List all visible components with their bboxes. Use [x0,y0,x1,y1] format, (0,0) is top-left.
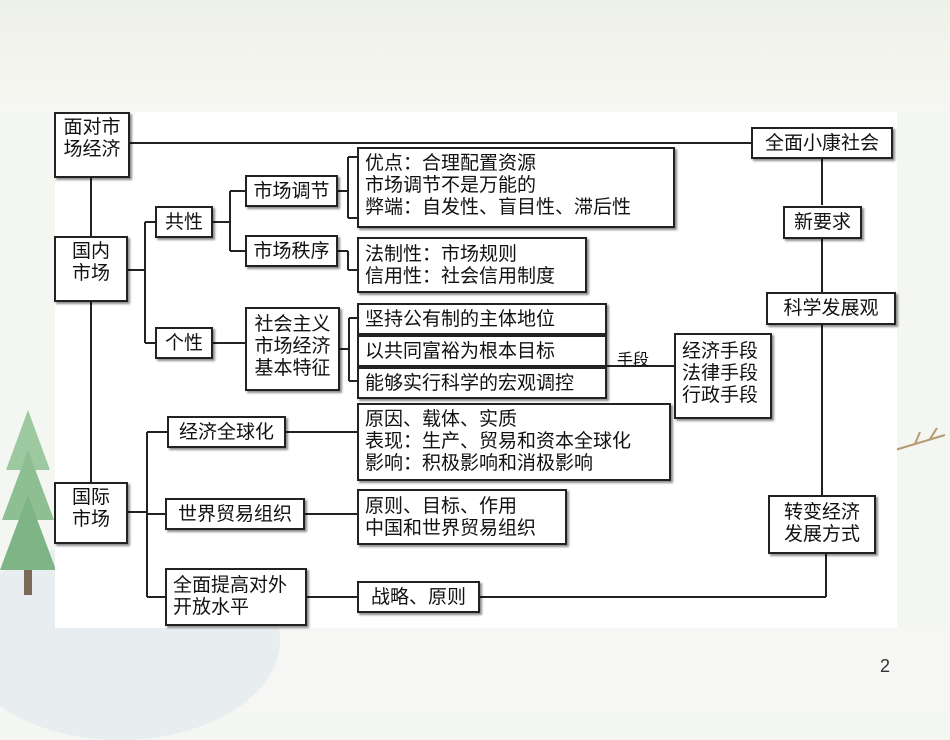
transform-development-node: 转变经济 发展方式 [768,495,876,554]
node-line: 市场 [71,262,110,284]
detail-line: 中国和世界贸易组织 [365,517,537,539]
connector-lines [90,142,827,598]
feature-public-ownership: 坚持公有制的主体地位 [357,303,607,335]
feature-macro-control: 能够实行科学的宏观调控 [357,367,607,399]
individuality-node: 个性 [155,327,213,359]
detail-line: 市场调节不是万能的 [365,174,537,196]
node-line: 市场经济 [254,335,331,357]
globalization-details-box: 原因、载体、实质 表现：生产、贸易和资本全球化 影响：积极影响和消极影响 [357,403,671,481]
international-market-node: 国际 市场 [54,482,128,544]
node-line: 开放水平 [173,596,250,618]
order-details-box: 法制性：市场规则 信用性：社会信用制度 [357,237,587,293]
market-economy-node: 面对市 场经济 [54,112,130,178]
market-order-node: 市场秩序 [245,235,338,267]
detail-line: 优点：合理配置资源 [365,152,537,174]
means-line: 行政手段 [682,384,759,406]
node-line: 发展方式 [783,523,860,545]
detail-line: 表现：生产、贸易和资本全球化 [365,430,632,452]
globalization-node: 经济全球化 [167,416,286,448]
node-line: 面对市 [63,116,121,138]
detail-line: 影响：积极影响和消极影响 [365,452,594,474]
socialist-features-node: 社会主义 市场经济 基本特征 [245,307,340,391]
detail-line: 法制性：市场规则 [365,243,518,265]
domestic-market-node: 国内 市场 [54,236,128,302]
detail-line: 弊端：自发性、盲目性、滞后性 [365,196,632,218]
node-line: 社会主义 [254,313,331,335]
wto-node: 世界贸易组织 [165,498,305,530]
pine-tree-icon [0,410,56,595]
detail-line: 原则、目标、作用 [365,495,518,517]
slide-background-top [0,0,950,112]
means-box: 经济手段 法律手段 行政手段 [674,333,772,419]
node-line: 转变经济 [783,501,860,523]
means-line: 经济手段 [682,340,759,362]
node-line: 基本特征 [254,357,331,379]
wto-details-box: 原则、目标、作用 中国和世界贸易组织 [357,489,567,545]
twig-icon [894,427,946,451]
means-label: 手段 [617,350,650,369]
opening-up-node: 全面提高对外 开放水平 [165,568,307,626]
node-line: 全面提高对外 [173,574,288,596]
strategy-node: 战略、原则 [357,581,480,613]
scientific-outlook-node: 科学发展观 [766,292,896,325]
market-regulation-node: 市场调节 [245,175,338,207]
new-requirements-node: 新要求 [783,206,862,239]
detail-line: 原因、载体、实质 [365,408,518,430]
node-line: 国内 [71,240,110,262]
means-line: 法律手段 [682,362,759,384]
detail-line: 信用性：社会信用制度 [365,265,556,287]
feature-common-prosperity: 以共同富裕为根本目标 [357,335,607,367]
node-line: 场经济 [63,138,121,160]
page-number: 2 [880,656,891,676]
node-line: 市场 [71,508,110,530]
commonality-node: 共性 [155,206,213,238]
node-line: 国际 [71,486,110,508]
xiaokang-node: 全面小康社会 [751,127,893,159]
regulation-details-box: 优点：合理配置资源 市场调节不是万能的 弊端：自发性、盲目性、滞后性 [357,147,675,228]
